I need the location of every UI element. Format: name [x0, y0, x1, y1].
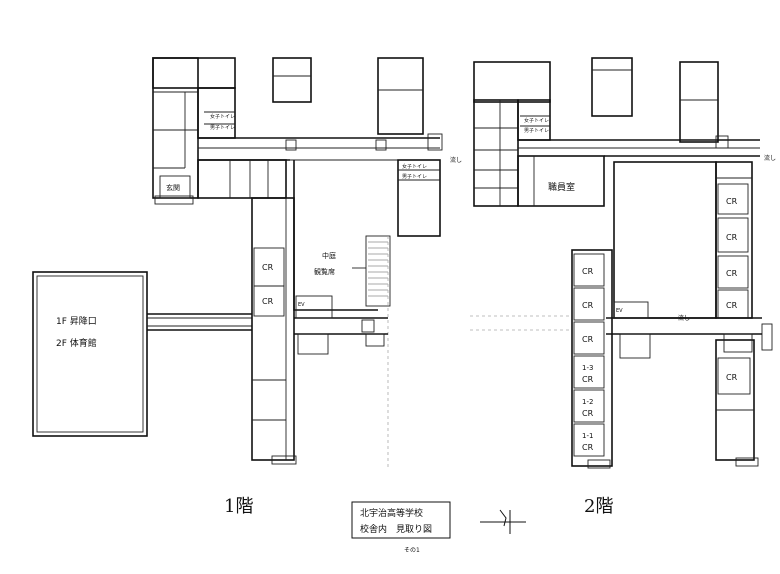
floor1-title: 1階 [224, 496, 253, 517]
cr-num-1-2: 1-2 [582, 398, 593, 406]
entrance-label: 玄関 [166, 183, 180, 192]
entrance-room [159, 175, 191, 199]
toilet-label-1f-d: 男子トイレ [402, 173, 427, 180]
cr-label-1f-b: CR [262, 297, 274, 306]
cr-label-2f-e3: CR [726, 269, 738, 278]
west-wing-2f [571, 249, 613, 467]
sink-label-2f-ne: 流し [764, 154, 776, 162]
cr-label-2f-e1: CR [726, 197, 738, 206]
cr-label-2f-e4: CR [726, 301, 738, 310]
gym-label-1f: 1F 昇降口 [56, 315, 97, 327]
nw-wing-2f [473, 99, 519, 207]
caption-box: 北宇治高等学校 校舎内 見取り図 [351, 501, 451, 539]
cr-2f-w1 [573, 253, 605, 287]
sink-label-1f: 流し [450, 156, 462, 164]
courtyard-label-2: 観覧席 [314, 267, 335, 276]
cr-2f-se [717, 357, 751, 395]
cr-1f-b [253, 285, 285, 317]
staff-room [517, 155, 605, 207]
toilet-label-1f-a: 女子トイレ [210, 113, 235, 120]
caption-school-name: 北宇治高等学校 [360, 507, 423, 519]
toilet-block-1f-south [295, 295, 333, 319]
cr-num-1-3: 1-3 [582, 364, 593, 372]
cr-2f-1-2 [573, 389, 605, 423]
east-block-1f [397, 159, 441, 237]
staff-room-label: 職員室 [548, 181, 575, 193]
courtyard-label-1: 中庭 [322, 251, 336, 260]
ne-wing-2f [679, 61, 719, 143]
caption-subtitle: 校舎内 見取り図 [360, 523, 432, 535]
north-arrow-icon [480, 509, 526, 534]
cr-2f-w3 [573, 321, 605, 355]
cr-2f-e3 [717, 255, 749, 289]
toilet-block-2f-s [613, 301, 649, 319]
cr-label-2f-e2: CR [726, 233, 738, 242]
nw-wing-2f-top [473, 61, 551, 103]
cr-label-1f-a: CR [262, 263, 274, 272]
caption-page-note: その1 [404, 547, 420, 554]
se-wing-2f [715, 339, 755, 461]
cr-2f-e1 [717, 183, 749, 215]
toilet-label-1f-b: 男子トイレ [210, 124, 235, 131]
cr-2f-w2 [573, 287, 605, 321]
cr-label-2f-w3: CR [582, 335, 594, 344]
cr-label-1-2: CR [582, 409, 594, 418]
cr-label-2f-w2: CR [582, 301, 594, 310]
cr-num-1-1: 1-1 [582, 432, 593, 440]
viewing-stand [365, 235, 391, 307]
cr-2f-1-3 [573, 355, 605, 389]
floor1-plan: 1F 昇降口 2F 体育館 玄関 女子トイレ 男子トイレ [32, 57, 462, 517]
cr-2f-1-1 [573, 423, 605, 457]
cr-label-1-3: CR [582, 375, 594, 384]
west-wing-1f [251, 197, 295, 461]
cr-label-2f-se: CR [726, 373, 738, 382]
detached-block-2f [591, 57, 633, 117]
floor2-plan: 女子トイレ 男子トイレ 流し 職員室 流し CR CR CR CR [473, 57, 776, 517]
rooms-row-1f [197, 159, 287, 199]
gym-label-2f: 2F 体育館 [56, 337, 97, 349]
gym-outer [32, 271, 148, 437]
ev-label-2f: EV [616, 308, 623, 314]
toilet-label-2f-a: 女子トイレ [524, 117, 549, 124]
toilet-label-1f-c: 女子トイレ [402, 163, 427, 170]
gym-inner [36, 275, 144, 433]
detached-block-1f [272, 57, 312, 103]
ne-wing-1f [377, 57, 424, 135]
cr-label-1-1: CR [582, 443, 594, 452]
cr-2f-e2 [717, 217, 749, 253]
ev-label-1f: EV [298, 302, 305, 308]
toilet-label-2f-b: 男子トイレ [524, 127, 549, 134]
cr-label-2f-w1: CR [582, 267, 594, 276]
floor2-title: 2階 [584, 496, 613, 517]
courtyard-2f [613, 161, 717, 319]
